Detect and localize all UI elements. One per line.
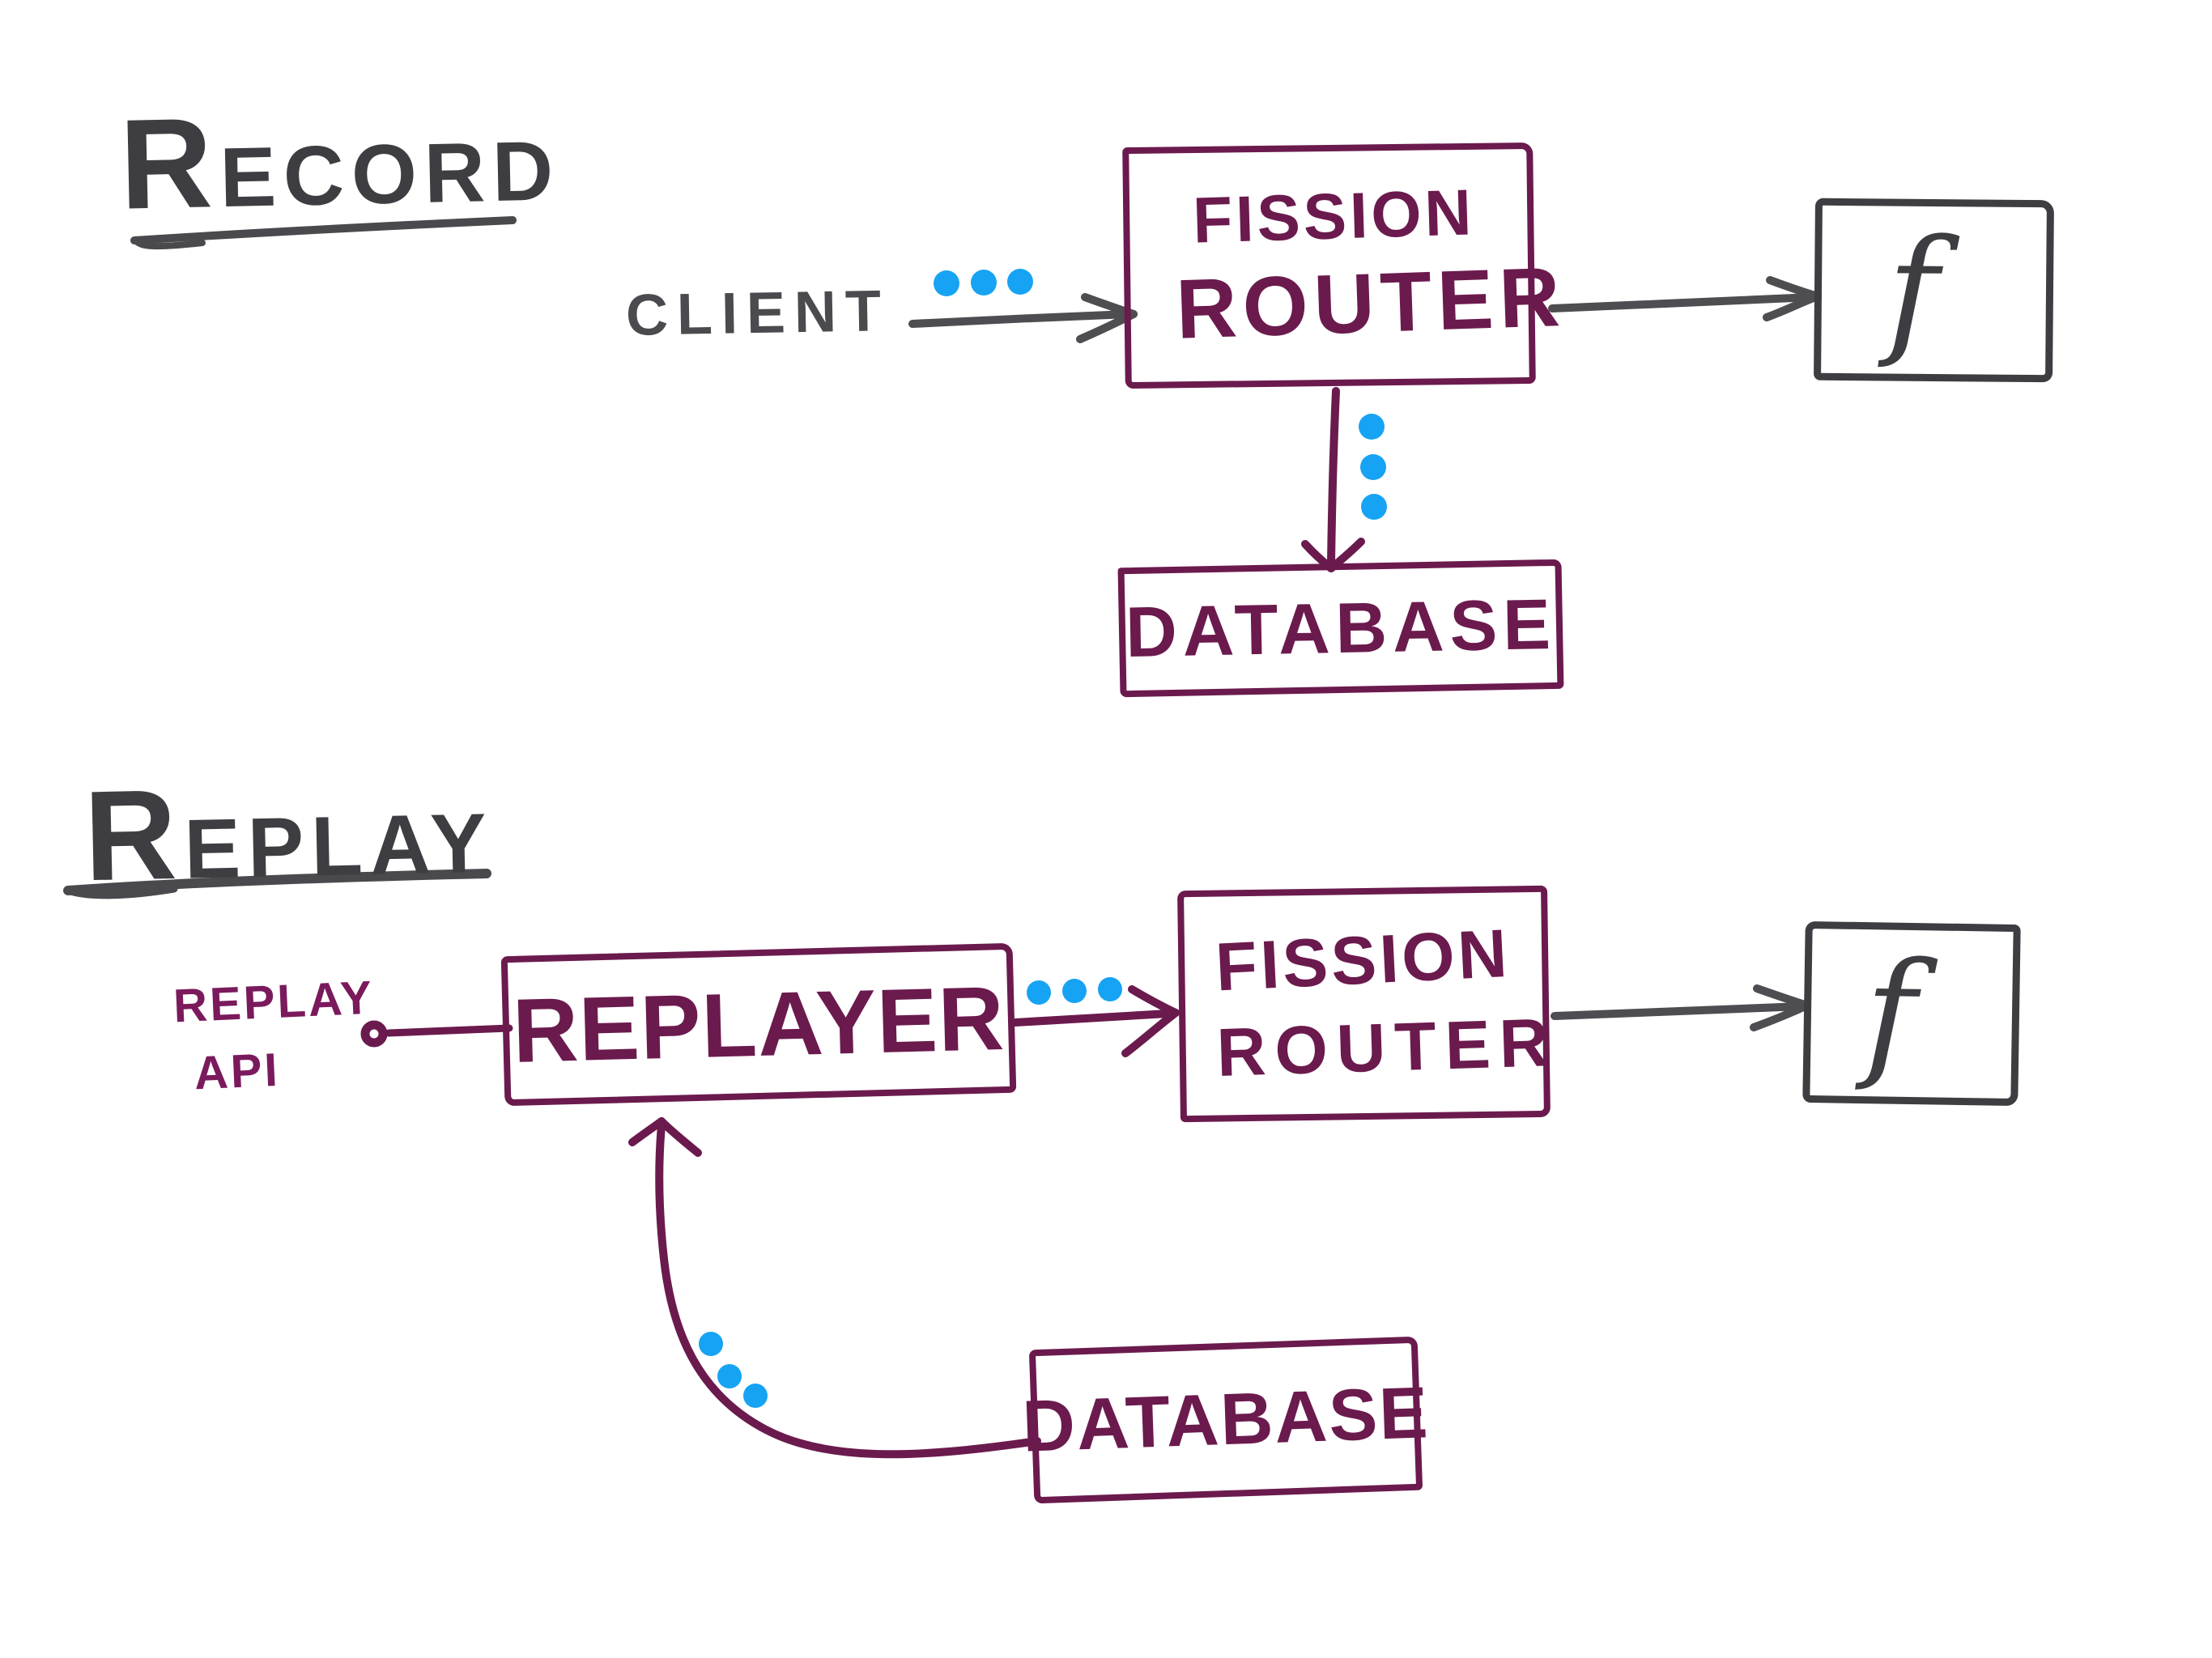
replay-api-label-line1: REPLAY bbox=[172, 971, 376, 1033]
router-to-function-arrow-record bbox=[1548, 276, 1822, 321]
replay-api-connector bbox=[360, 1020, 513, 1048]
record-database-box: DATABASE bbox=[1117, 559, 1564, 698]
replay-api-endpoint-ring bbox=[360, 1020, 388, 1048]
record-function-box: f bbox=[1814, 198, 2054, 383]
function-glyph: f bbox=[1863, 931, 1918, 1095]
replay-fetch-dots bbox=[699, 1332, 768, 1408]
database-to-replayer-arrow bbox=[628, 1117, 1041, 1459]
record-fission-router-box: FISSION ROUTER bbox=[1122, 142, 1568, 389]
replay-function-box: f bbox=[1802, 920, 2021, 1107]
replay-fission-router-box: FISSION ROUTER bbox=[1177, 885, 1559, 1123]
replay-section-title: REPLAY bbox=[83, 763, 495, 908]
replay-api-label: REPLAY API bbox=[172, 964, 378, 1109]
fission-router-label-line1: FISSION bbox=[1214, 914, 1512, 1005]
database-label: DATABASE bbox=[1021, 1371, 1431, 1468]
router-to-database-arrow bbox=[1301, 387, 1365, 572]
database-label: DATABASE bbox=[1125, 583, 1557, 673]
replay-database-box: DATABASE bbox=[1021, 1336, 1431, 1504]
replayer-to-router-arrow bbox=[1011, 985, 1180, 1057]
fission-router-label-line1: FISSION bbox=[1192, 175, 1476, 257]
fission-router-label-line2: ROUTER bbox=[1215, 1003, 1559, 1091]
function-glyph: f bbox=[1886, 207, 1940, 372]
record-title-underline bbox=[130, 216, 517, 250]
replay-api-label-line2: API bbox=[193, 1043, 281, 1100]
record-section-title: RECORD bbox=[118, 91, 562, 236]
client-label: CLIENT bbox=[625, 278, 891, 348]
replay-request-dots bbox=[1027, 977, 1122, 1005]
replayer-box: REPLAYER bbox=[500, 942, 1017, 1107]
replayer-label: REPLAYER bbox=[511, 967, 1006, 1082]
router-to-function-arrow-replay bbox=[1551, 984, 1811, 1031]
replay-title-underline bbox=[63, 869, 491, 899]
record-store-dots bbox=[1359, 414, 1387, 520]
record-request-dots bbox=[934, 269, 1033, 296]
client-to-router-arrow bbox=[908, 293, 1138, 343]
fission-router-label-line2: ROUTER bbox=[1174, 249, 1568, 357]
